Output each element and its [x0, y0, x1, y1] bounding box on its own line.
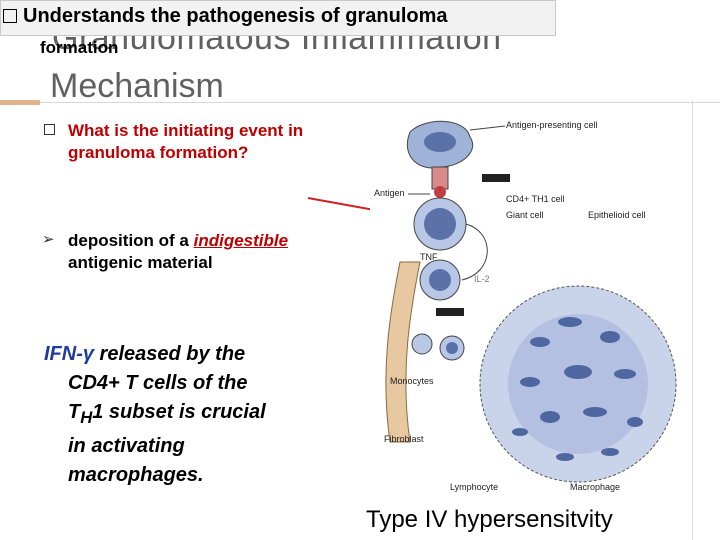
label-antigen: Antigen	[374, 188, 405, 198]
slide-subtitle: Mechanism	[50, 67, 224, 105]
label-lymphocyte: Lymphocyte	[450, 482, 498, 492]
objective-text: Understands the pathogenesis of granulom…	[23, 5, 448, 27]
question-text: What is the initiating event in granulom…	[68, 121, 304, 162]
ifn-gamma-term: IFN-γ	[44, 343, 94, 365]
accent-bar	[0, 100, 40, 105]
checkbox-icon	[3, 9, 17, 23]
header-divider	[40, 102, 720, 103]
emphasis-word: indigestible	[193, 231, 289, 250]
label-epithelioid: Epithelioid cell	[588, 210, 646, 220]
label-cd4: CD4+ TH1 cell	[506, 194, 565, 204]
side-divider	[692, 100, 693, 540]
answer-text: deposition of a indigestible antigenic m…	[68, 231, 289, 272]
label-fibroblast: Fibroblast	[384, 434, 424, 444]
square-bullet-icon	[44, 124, 55, 135]
objective-text-wrap: formation	[40, 38, 119, 57]
label-giant: Giant cell	[506, 210, 544, 220]
label-apc: Antigen-presenting cell	[506, 120, 598, 130]
objective-banner: Understands the pathogenesis of granulom…	[0, 0, 556, 36]
granuloma-figure: Antigen-presenting cell Antigen CD4+ TH1…	[370, 112, 690, 502]
label-macrophage: Macrophage	[570, 482, 620, 492]
arrow-bullet-icon: ➢	[42, 231, 55, 248]
label-monocytes: Monocytes	[390, 376, 434, 386]
label-il2: IL-2	[474, 274, 490, 284]
label-tnf: TNF	[420, 252, 438, 262]
ifn-statement: IFN-γ released by the CD4+ T cells of th…	[44, 343, 266, 486]
figure-caption: Type IV hypersensitvity	[366, 506, 613, 533]
